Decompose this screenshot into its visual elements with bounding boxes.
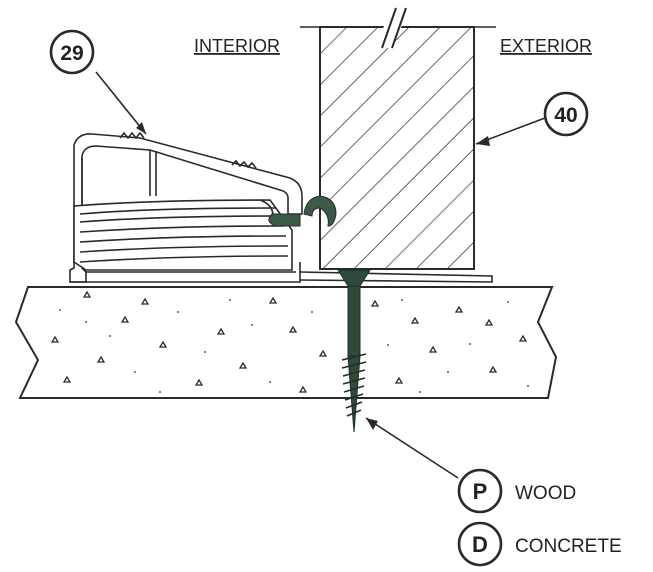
callout-29-number: 29	[60, 42, 83, 65]
exterior-label: EXTERIOR	[500, 36, 592, 56]
door-slab	[300, 6, 496, 270]
callout-40-number: 40	[554, 104, 577, 127]
legend-wood: WOOD	[515, 483, 576, 504]
interior-label: INTERIOR	[194, 36, 280, 56]
callout-d-letter: D	[472, 532, 488, 557]
fastener-screw	[337, 269, 371, 433]
break-mark	[376, 6, 408, 50]
legend-concrete: CONCRETE	[515, 536, 622, 557]
weather-seal	[268, 195, 337, 227]
concrete-specks	[59, 299, 529, 393]
callout-29: 29	[49, 29, 147, 135]
threshold-profile	[69, 131, 493, 283]
concrete-slab	[14, 286, 558, 399]
concrete-aggregate	[50, 290, 528, 393]
callout-fastener: P D	[365, 417, 503, 567]
callout-p-letter: P	[473, 479, 488, 504]
callout-40: 40	[475, 91, 589, 146]
